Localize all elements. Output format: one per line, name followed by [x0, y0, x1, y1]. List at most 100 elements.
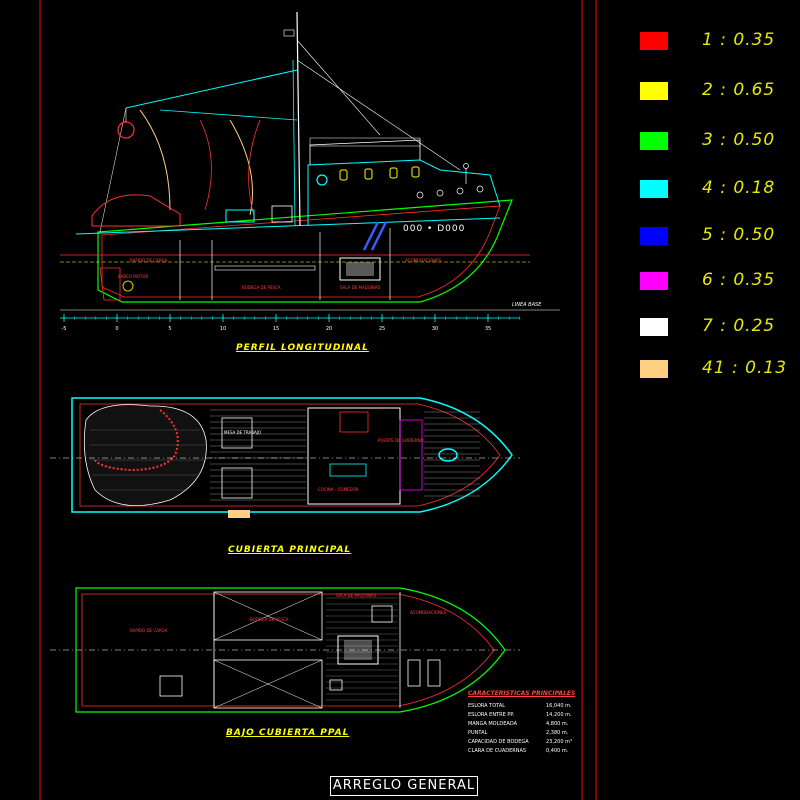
hull-stripe-1 — [362, 221, 380, 251]
profile-label-hold: BODEGA DE PESCA — [242, 285, 281, 290]
net-pile — [91, 194, 181, 227]
characteristics-table: CARACTERISTICAS PRINCIPALES ESLORA TOTAL… — [468, 690, 578, 757]
characteristics-title: CARACTERISTICAS PRINCIPALES — [468, 690, 576, 697]
hull-stripe-2 — [370, 221, 388, 251]
legend-swatch — [640, 272, 668, 290]
characteristics-label: PUNTAL — [468, 730, 488, 736]
galley-table — [339, 411, 369, 433]
drawing-title: ARREGLO GENERAL — [330, 776, 478, 796]
below-label-hold: BODEGA DE PESCA — [250, 617, 289, 622]
hold-box-1-x2 — [213, 591, 323, 641]
legend-label: 1 : 0.35 — [702, 30, 776, 50]
characteristics-label: MANGA MOLDEADA — [468, 721, 518, 727]
characteristics-row: CAPACIDAD DE BODEGA 23,200 m³ — [468, 739, 578, 748]
wheelhouse-console — [399, 419, 423, 491]
hatch-2 — [221, 467, 253, 499]
characteristics-value: 23,200 m³ — [546, 739, 572, 745]
characteristics-value: 14,200 m. — [546, 712, 572, 718]
net-curve-4 — [199, 119, 212, 211]
deck-tray — [228, 510, 250, 518]
hatch-1 — [221, 417, 253, 449]
legend-row: 5 : 0.50 — [620, 225, 790, 249]
scale-tick-label: 30 — [432, 326, 438, 332]
below-label-quick-load: RAPIDO DE CARGA — [130, 628, 168, 633]
profile-title: PERFIL LONGITUDINAL — [236, 343, 369, 353]
engine-block-inner — [346, 262, 374, 276]
net-curve-1 — [139, 109, 171, 211]
store-box — [159, 675, 183, 697]
porthole-2 — [436, 189, 444, 197]
rudder — [99, 267, 121, 301]
characteristics-value: 16,040 m. — [546, 703, 572, 709]
net-curve-3 — [248, 119, 261, 221]
legend-swatch — [640, 132, 668, 150]
hold-box-2-x2 — [213, 659, 323, 709]
characteristics-row: ESLORA TOTAL 16,040 m. — [468, 703, 578, 712]
profile-label-engine-room: SALA DE MAQUINAS — [340, 285, 381, 290]
mast-cyan — [292, 59, 296, 227]
deck-winch — [271, 205, 293, 223]
legend-swatch — [640, 318, 668, 336]
legend-label: 3 : 0.50 — [702, 130, 776, 150]
profile-hull-inner — [101, 205, 501, 298]
engine-block — [339, 257, 381, 281]
main-deck-line — [75, 217, 501, 235]
legend-label: 41 : 0.13 — [702, 358, 788, 378]
anchor-windlass — [438, 448, 458, 462]
deck-net-hatch — [90, 429, 205, 491]
profile-label-quick-load: RAPIDO DE CARGA — [130, 258, 168, 263]
deck-net-area — [83, 404, 207, 506]
legend-swatch — [640, 32, 668, 50]
legend-swatch — [640, 227, 668, 245]
deck-label-galley: COCINA - COMEDOR — [318, 487, 359, 492]
mast-flag — [283, 29, 295, 37]
porthole-1 — [416, 191, 424, 199]
characteristics-row: ESLORA ENTRE PP. 14,200 m. — [468, 712, 578, 721]
window-4 — [411, 166, 420, 178]
fish-hold-slot — [214, 265, 316, 271]
characteristics-label: ESLORA TOTAL — [468, 703, 506, 709]
mast — [296, 11, 301, 227]
hull-number: 000 • D000 — [403, 224, 466, 234]
scale-tick-label: 0 — [115, 326, 118, 332]
legend-label: 6 : 0.35 — [702, 270, 776, 290]
below-label-accommodations: ACOMODACIONES — [410, 610, 447, 615]
legend-row: 2 : 0.65 — [620, 80, 790, 104]
wheelhouse-rail — [309, 137, 421, 147]
characteristics-rows: ESLORA TOTAL 16,040 m. ESLORA ENTRE PP. 14,… — [468, 703, 578, 757]
legend-row: 6 : 0.35 — [620, 270, 790, 294]
baseline-label: LINEA BASE — [512, 302, 542, 308]
legend-row: 4 : 0.18 — [620, 178, 790, 202]
legend-label: 4 : 0.18 — [702, 178, 776, 198]
legend-swatch — [640, 180, 668, 198]
window-3 — [389, 167, 398, 179]
scale-tick-label: 15 — [273, 326, 279, 332]
characteristics-label: ESLORA ENTRE PP. — [468, 712, 515, 718]
lifebuoy — [316, 174, 328, 186]
window-2 — [364, 168, 373, 180]
profile-label-motor: BARCO MOTOR — [118, 274, 149, 279]
tank-2 — [329, 679, 343, 691]
porthole-3 — [456, 187, 464, 195]
scale-tick-label: 35 — [485, 326, 491, 332]
legend-swatch — [640, 360, 668, 378]
profile-label-accommodations: ACOMODACIONES — [405, 258, 442, 263]
main-deck-title: CUBIERTA PRINCIPAL — [228, 545, 352, 555]
scale-tick-label: -5 — [62, 326, 67, 332]
wheelhouse — [309, 139, 421, 165]
pulley-block — [117, 121, 135, 139]
deck-label-worktable: MESA DE TRABAJO — [224, 430, 262, 435]
rigging-2 — [296, 39, 381, 136]
propeller — [122, 280, 134, 292]
legend-label: 7 : 0.25 — [702, 316, 776, 336]
legend-label: 5 : 0.50 — [702, 225, 776, 245]
scale-tick-label: 5 — [168, 326, 171, 332]
deck-box — [225, 209, 255, 223]
characteristics-label: CAPACIDAD DE BODEGA — [468, 739, 529, 745]
